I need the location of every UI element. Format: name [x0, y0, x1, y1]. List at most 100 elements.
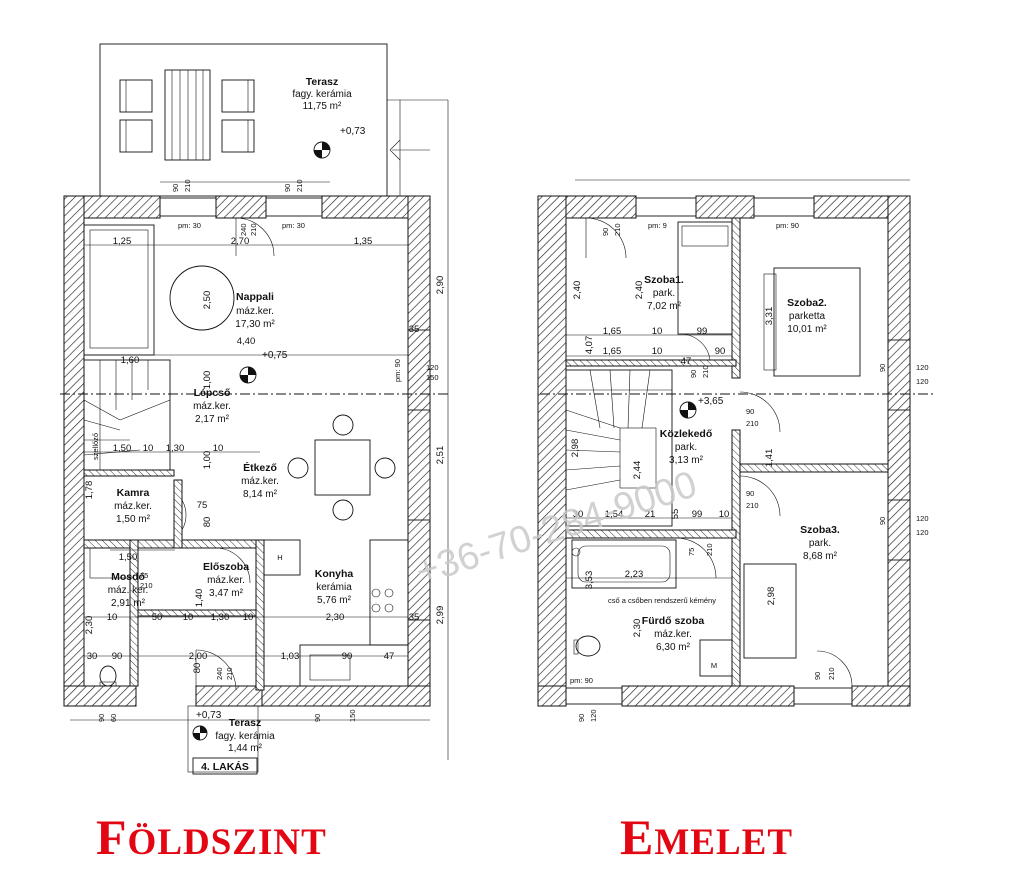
- dim-label: 55: [670, 509, 681, 520]
- room-etkezo-material: máz.ker.: [241, 476, 279, 487]
- window-dim: 150: [426, 373, 439, 382]
- room-kamra-area: 1,50 m²: [116, 514, 151, 525]
- dim-label: 1,78: [84, 481, 95, 500]
- dim-label: 35: [409, 324, 420, 335]
- level-marker-ground: [192, 141, 331, 741]
- dim-label: 2,40: [634, 281, 645, 300]
- window-dim: 90: [97, 714, 106, 722]
- window-dim: 120: [589, 709, 598, 722]
- window-dim: 210: [183, 179, 192, 192]
- room-konyha-area: 5,76 m²: [317, 595, 352, 606]
- room-szoba2-material: parketta: [789, 311, 826, 322]
- chimney-note: cső a csőben rendszerű kémény: [608, 596, 716, 605]
- dim-label: 1,40: [194, 589, 205, 608]
- room-eloszoba: Előszoba: [203, 561, 249, 573]
- room-etkezo-area: 8,14 m²: [243, 489, 278, 500]
- room-furdo-area: 6,30 m²: [656, 642, 691, 653]
- ground-doors: [181, 217, 275, 691]
- terrace-top-level: +0,73: [340, 126, 366, 137]
- room-szoba2-area: 10,01 m²: [787, 324, 827, 335]
- door-dim: 240: [215, 667, 224, 680]
- dim-label: 35: [409, 612, 420, 623]
- dim-label: 90: [715, 346, 726, 357]
- terrace-top-material: fagy. kerámia: [292, 89, 352, 100]
- dim-label: 10: [107, 612, 118, 623]
- dining-table: [287, 414, 396, 521]
- dim-label: 90: [342, 651, 353, 662]
- dim-label: 2,50: [202, 291, 213, 310]
- upper-stairs: [565, 369, 673, 527]
- window-dim: 210: [295, 179, 304, 192]
- room-lepcso-area: 2,17 m²: [195, 414, 230, 425]
- door-dim: 90: [813, 672, 822, 680]
- dim-label: 1,65: [603, 326, 622, 337]
- room-etkezo: Étkező: [243, 461, 277, 474]
- window-dim: 120: [916, 514, 929, 523]
- room-szoba1-area: 7,02 m²: [647, 301, 682, 312]
- room-furdo-material: máz.ker.: [654, 629, 692, 640]
- sill-label: pm: 90: [570, 676, 593, 685]
- door-dim: 210: [140, 581, 153, 590]
- door-dim: 240: [239, 223, 248, 236]
- room-nappali: Nappali: [236, 291, 274, 303]
- dim-label: 1,00: [202, 371, 213, 390]
- dim-label: 1,30: [211, 612, 230, 623]
- door-dim: 90: [746, 489, 754, 498]
- dim-label: 47: [681, 356, 692, 367]
- dim-label: 2,23: [625, 569, 644, 580]
- ground-title-initial: F: [96, 809, 128, 865]
- dim-label: 3,31: [764, 307, 775, 326]
- dim-label: 2,30: [326, 612, 345, 623]
- bathroom-fixtures: [571, 539, 733, 677]
- ground-stairs: [83, 359, 171, 471]
- dim-label: 1,00: [202, 451, 213, 470]
- dim-label: 30: [573, 509, 584, 520]
- dim-label: 2,90: [435, 276, 446, 295]
- window-dim: 150: [348, 709, 357, 722]
- unit-label: 4. LAKÁS: [201, 760, 249, 773]
- dim-label: 4,40: [237, 336, 256, 347]
- dim-label: 80: [202, 517, 213, 528]
- dim-label: 2,98: [570, 439, 581, 458]
- upper-floor-level: +3,65: [698, 396, 724, 407]
- dim-label: 2,98: [766, 587, 777, 606]
- room-kozlekedo: Közlekedő: [660, 428, 713, 440]
- dim-label: 75: [197, 500, 208, 511]
- dim-label: 2,70: [231, 236, 250, 247]
- dim-label: 2,30: [632, 619, 643, 638]
- dim-label: 30: [87, 651, 98, 662]
- terrace-bottom-level: +0,73: [196, 710, 222, 721]
- dim-label: 2,00: [189, 651, 208, 662]
- dim-label: 1,03: [281, 651, 300, 662]
- rug-circle: [169, 265, 235, 331]
- sill-label: pm: 30: [178, 221, 201, 230]
- dim-label: 47: [384, 651, 395, 662]
- dim-label: 21: [645, 509, 656, 520]
- window-dim: 120: [916, 363, 929, 372]
- room-mosdo-material: máz. ker.: [108, 585, 149, 596]
- door-dim: 210: [225, 667, 234, 680]
- ground-floor-plan: H: [60, 43, 450, 775]
- ground-dimension-lines: [60, 181, 450, 721]
- dim-label: 2,44: [632, 461, 643, 480]
- upper-walls: [537, 195, 911, 707]
- room-mosdo-area: 2,91 m²: [111, 598, 146, 609]
- terrace-bottom-area: 1,44 m²: [228, 743, 263, 754]
- room-eloszoba-area: 3,47 m²: [209, 588, 244, 599]
- dim-label: 50: [152, 612, 163, 623]
- ground-floor-title: FÖLDSZINT: [96, 808, 327, 866]
- window-dim: 120: [426, 363, 439, 372]
- ventilation-label: szellőző: [91, 433, 100, 460]
- dim-label: 90: [112, 651, 123, 662]
- upper-doors: [585, 217, 853, 687]
- bed-szoba3: [743, 563, 797, 659]
- room-konyha: Konyha: [315, 568, 354, 580]
- window-dim: 90: [313, 714, 322, 722]
- door-dim: 210: [701, 365, 710, 378]
- room-nappali-area: 17,30 m²: [235, 319, 275, 330]
- window-dim: 60: [109, 714, 118, 722]
- sill-label: pm: 90: [776, 221, 799, 230]
- ground-walls: [63, 195, 431, 707]
- dim-label: 10: [719, 509, 730, 520]
- window-dim: 120: [916, 377, 929, 386]
